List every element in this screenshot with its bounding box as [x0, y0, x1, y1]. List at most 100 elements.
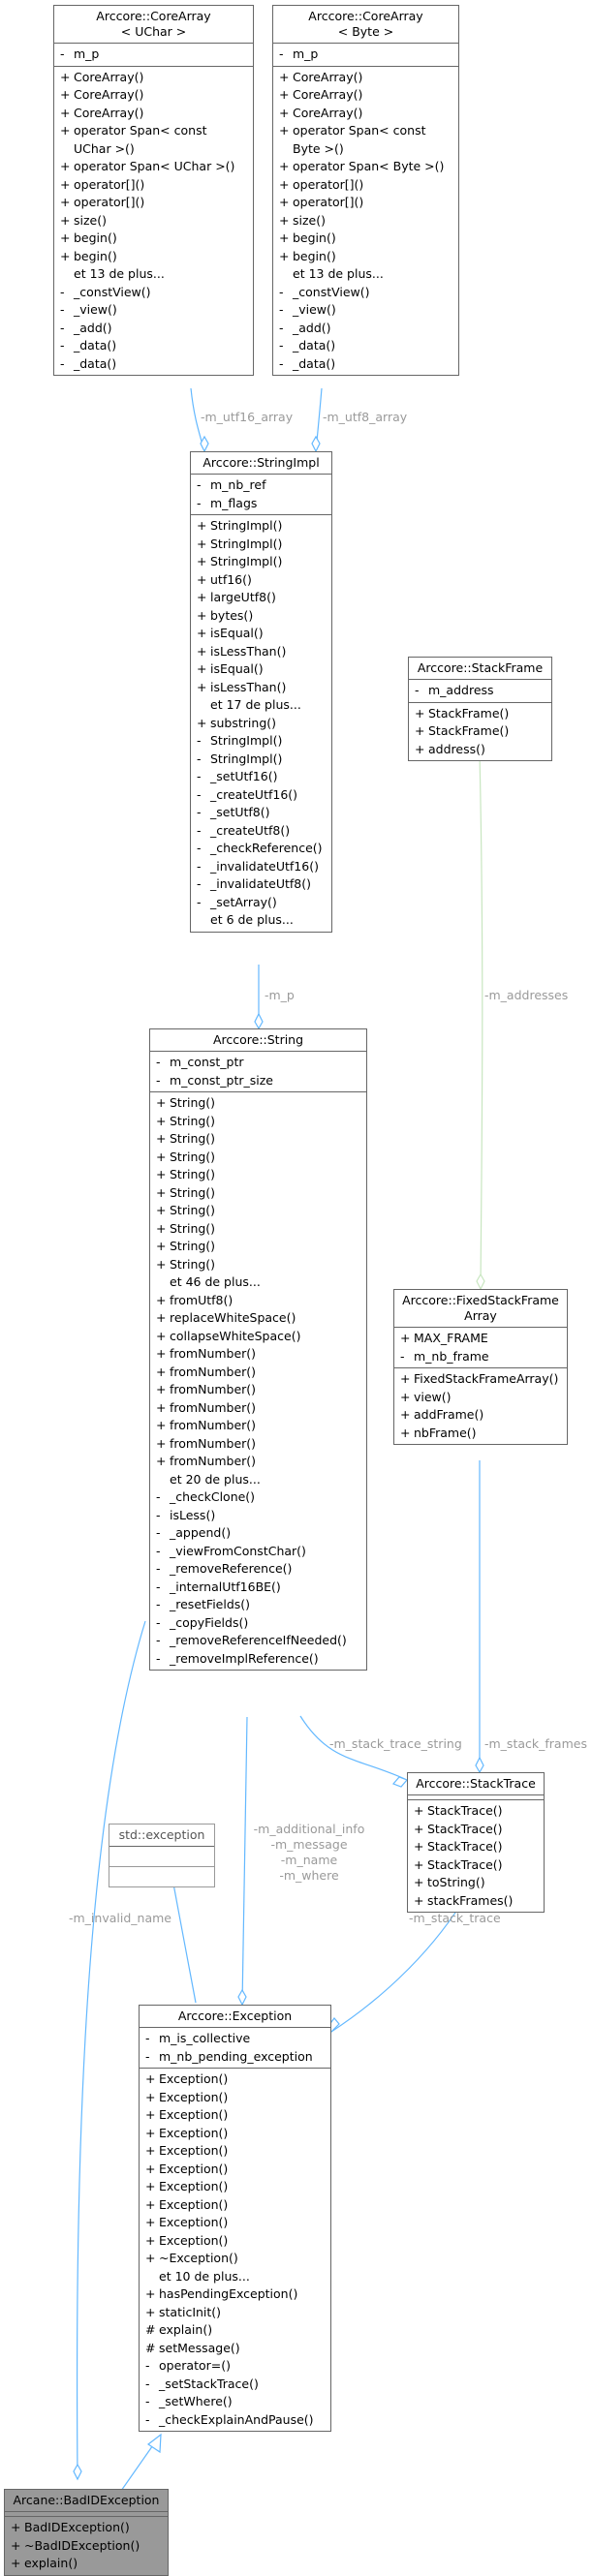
method-row[interactable]: +operator Span< Byte >() [273, 158, 458, 176]
method-row[interactable]: +nbFrame() [394, 1425, 567, 1443]
method-row[interactable]: +fromNumber() [150, 1364, 366, 1382]
method-row[interactable]: #setMessage() [140, 2340, 330, 2358]
method-row[interactable]: +begin() [54, 230, 253, 248]
class-corearray-byte[interactable]: Arccore::CoreArray< Byte >-m_p+CoreArray… [272, 5, 459, 376]
method-row[interactable]: +hasPendingException() [140, 2285, 330, 2304]
method-row[interactable]: +operator[]() [54, 194, 253, 212]
method-row[interactable]: +explain() [5, 2555, 168, 2573]
method-row[interactable]: -_setUtf8() [191, 804, 331, 822]
method-row[interactable]: -_createUtf8() [191, 822, 331, 841]
method-row[interactable]: -_setArray() [191, 894, 331, 912]
method-row[interactable]: +String() [150, 1130, 366, 1149]
method-row[interactable]: +operator[]() [54, 176, 253, 195]
method-row[interactable]: -operator=() [140, 2357, 330, 2376]
method-row[interactable]: et 6 de plus... [191, 911, 331, 930]
method-row[interactable]: -_constView() [273, 284, 458, 302]
method-row[interactable]: +Exception() [140, 2232, 330, 2251]
attribute-row[interactable]: -m_nb_ref [191, 476, 331, 495]
method-row[interactable]: +isLessThan() [191, 643, 331, 661]
method-row[interactable]: -_invalidateUtf16() [191, 858, 331, 876]
method-row[interactable]: -_constView() [54, 284, 253, 302]
attribute-row[interactable]: -m_const_ptr_size [150, 1072, 366, 1090]
method-row[interactable]: -_setWhere() [140, 2393, 330, 2411]
class-exception[interactable]: Arccore::Exception-m_is_collective-m_nb_… [139, 2005, 331, 2432]
method-row[interactable]: -_invalidateUtf8() [191, 875, 331, 894]
method-row[interactable]: +isEqual() [191, 625, 331, 643]
class-badidexception[interactable]: Arcane::BadIDException+BadIDException()+… [4, 2489, 169, 2576]
method-row[interactable]: +StackFrame() [409, 722, 551, 741]
method-row[interactable]: -_removeReference() [150, 1560, 366, 1579]
method-row[interactable]: +operator[]() [273, 176, 458, 195]
class-stacktrace[interactable]: Arccore::StackTrace+StackTrace()+StackTr… [407, 1772, 545, 1913]
method-row[interactable]: +FixedStackFrameArray() [394, 1370, 567, 1389]
method-row[interactable]: +Exception() [140, 2106, 330, 2125]
method-row[interactable]: +StackTrace() [408, 1802, 544, 1821]
method-row[interactable]: +CoreArray() [273, 69, 458, 87]
class-std-exception[interactable]: std::exception [109, 1824, 215, 1887]
method-row[interactable]: -_viewFromConstChar() [150, 1543, 366, 1561]
method-row[interactable]: +String() [150, 1220, 366, 1239]
method-row[interactable]: -_createUtf16() [191, 786, 331, 805]
method-row[interactable]: +StackTrace() [408, 1821, 544, 1839]
method-row[interactable]: +begin() [273, 230, 458, 248]
method-row[interactable]: +fromNumber() [150, 1435, 366, 1454]
method-row[interactable]: +size() [273, 212, 458, 230]
method-row[interactable]: +StackFrame() [409, 705, 551, 723]
method-row[interactable]: -StringImpl() [191, 732, 331, 751]
method-row[interactable]: -_data() [273, 337, 458, 355]
method-row[interactable]: +fromNumber() [150, 1399, 366, 1418]
attribute-row[interactable]: -m_const_ptr [150, 1054, 366, 1072]
method-row[interactable]: +bytes() [191, 607, 331, 626]
class-stackframe[interactable]: Arccore::StackFrame-m_address+StackFrame… [408, 657, 552, 761]
method-row[interactable]: +Exception() [140, 2125, 330, 2143]
method-row[interactable]: +fromNumber() [150, 1381, 366, 1399]
method-row[interactable]: et 46 de plus... [150, 1273, 366, 1292]
method-row[interactable]: +operator Span< UChar >() [54, 158, 253, 176]
method-row[interactable]: +String() [150, 1184, 366, 1203]
method-row[interactable]: +Exception() [140, 2196, 330, 2215]
method-row[interactable]: -_setUtf16() [191, 768, 331, 786]
method-row[interactable]: +StringImpl() [191, 536, 331, 554]
method-row[interactable]: -_data() [54, 355, 253, 374]
method-row[interactable]: +operator Span< const [273, 122, 458, 140]
method-row[interactable]: +CoreArray() [54, 105, 253, 123]
method-row[interactable]: +fromNumber() [150, 1345, 366, 1364]
method-row[interactable]: +Exception() [140, 2142, 330, 2161]
method-row[interactable]: +utf16() [191, 571, 331, 590]
class-stringimpl[interactable]: Arccore::StringImpl-m_nb_ref-m_flags+Str… [190, 451, 332, 933]
method-row[interactable]: Byte >() [273, 140, 458, 159]
method-row[interactable]: -_copyFields() [150, 1614, 366, 1633]
method-row[interactable]: +replaceWhiteSpace() [150, 1309, 366, 1328]
method-row[interactable]: +CoreArray() [273, 105, 458, 123]
method-row[interactable]: -_append() [150, 1524, 366, 1543]
method-row[interactable]: +String() [150, 1113, 366, 1131]
method-row[interactable]: +addFrame() [394, 1406, 567, 1425]
method-row[interactable]: +CoreArray() [273, 86, 458, 105]
method-row[interactable]: +Exception() [140, 2089, 330, 2107]
method-row[interactable]: -_view() [54, 301, 253, 320]
method-row[interactable]: -_checkReference() [191, 840, 331, 858]
method-row[interactable]: -_view() [273, 301, 458, 320]
method-row[interactable]: +String() [150, 1166, 366, 1184]
method-row[interactable]: -_removeImplReference() [150, 1650, 366, 1669]
method-row[interactable]: +operator Span< const [54, 122, 253, 140]
method-row[interactable]: -_data() [273, 355, 458, 374]
method-row[interactable]: et 13 de plus... [54, 265, 253, 284]
method-row[interactable]: +~BadIDException() [5, 2537, 168, 2556]
attribute-row[interactable]: -m_p [54, 46, 253, 64]
method-row[interactable]: +begin() [273, 248, 458, 266]
method-row[interactable]: +isLessThan() [191, 679, 331, 697]
method-row[interactable]: UChar >() [54, 140, 253, 159]
method-row[interactable]: -_setStackTrace() [140, 2376, 330, 2394]
method-row[interactable]: +Exception() [140, 2161, 330, 2179]
method-row[interactable]: +Exception() [140, 2214, 330, 2232]
method-row[interactable]: #explain() [140, 2321, 330, 2340]
method-row[interactable]: +fromNumber() [150, 1417, 366, 1435]
method-row[interactable]: -_checkExplainAndPause() [140, 2411, 330, 2430]
class-string[interactable]: Arccore::String-m_const_ptr-m_const_ptr_… [149, 1028, 367, 1671]
method-row[interactable]: +collapseWhiteSpace() [150, 1328, 366, 1346]
method-row[interactable]: -_checkClone() [150, 1488, 366, 1507]
attribute-row[interactable]: -m_nb_pending_exception [140, 2048, 330, 2067]
method-row[interactable]: +substring() [191, 715, 331, 733]
